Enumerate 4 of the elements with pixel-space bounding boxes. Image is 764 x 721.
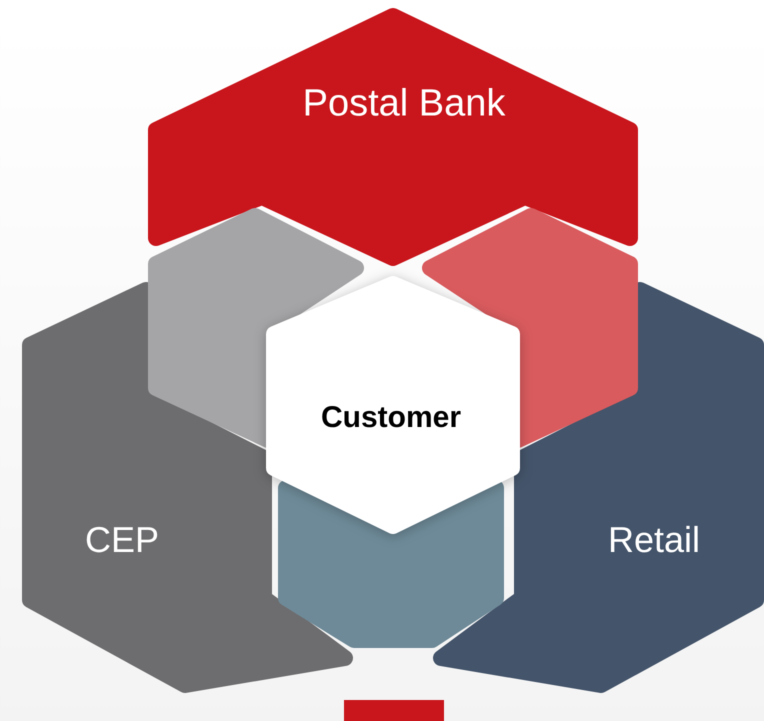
- segment-label: Customer: [320, 401, 462, 435]
- segment-label: Retail: [608, 519, 700, 561]
- segment-label: CEP: [84, 519, 160, 561]
- segment-label: Postal Bank: [302, 82, 506, 126]
